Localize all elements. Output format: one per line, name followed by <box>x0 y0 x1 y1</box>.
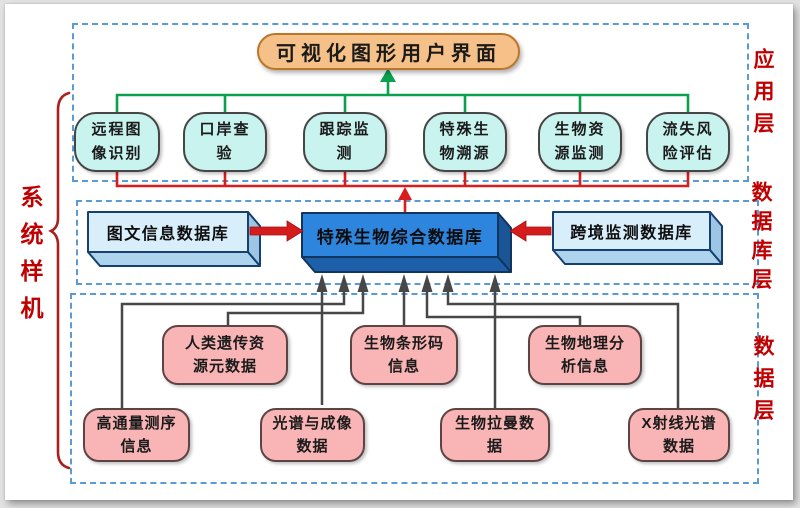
source-biogeographic-analysis-info: 生物地理分 析信息 <box>528 325 642 385</box>
db-cross-border-monitoring: 跨境监测数据库 <box>553 212 710 250</box>
source-human-genetic-metadata: 人类遗传资 源元数据 <box>162 325 288 385</box>
source-label: 生物条形码 信息 <box>363 335 444 375</box>
layer-label-database: 数据库层 <box>749 181 772 297</box>
app-module-tracking-monitoring: 跟踪监 测 <box>303 112 387 172</box>
source-label: 生物拉曼数 据 <box>454 415 535 455</box>
app-module-label: 流失风 险评估 <box>662 121 714 162</box>
app-module-bio-resource-monitoring: 生物资 源监测 <box>538 112 622 172</box>
layer-label-application: 应用层 <box>751 48 774 144</box>
db-special-bio-comprehensive: 特殊生物综合数据库 <box>302 213 498 257</box>
app-module-label: 远程图 像识别 <box>91 121 143 162</box>
gui-title-box: 可视化图形用户界面 <box>257 33 520 70</box>
db-graphic-text-info: 图文信息数据库 <box>88 212 248 252</box>
db-label-text: 跨境监测数据库 <box>570 225 693 242</box>
source-label: 人类遗传资 源元数据 <box>184 335 265 375</box>
app-module-special-bio-traceability: 特殊生 物溯源 <box>423 112 507 172</box>
app-module-loss-risk-assessment: 流失风 险评估 <box>646 112 730 172</box>
app-module-label: 特殊生 物溯源 <box>439 121 491 162</box>
source-label: X射线光谱 数据 <box>641 415 717 455</box>
app-module-label: 生物资 源监测 <box>554 121 606 162</box>
db-label-text: 特殊生物综合数据库 <box>316 227 484 247</box>
gui-title-label: 可视化图形用户界面 <box>276 43 501 65</box>
source-label: 高通量测序 信息 <box>96 415 177 455</box>
system-prototype-label: 系统样机 <box>17 185 43 333</box>
app-module-label: 跟踪监 测 <box>319 121 371 162</box>
source-bio-raman-data: 生物拉曼数 据 <box>440 408 550 462</box>
source-label: 生物地理分 析信息 <box>544 335 625 375</box>
source-bio-barcode-info: 生物条形码 信息 <box>350 325 458 385</box>
source-label: 光谱与成像 数据 <box>272 415 353 455</box>
source-high-throughput-sequencing-info: 高通量测序 信息 <box>83 408 190 462</box>
app-module-remote-image-recognition: 远程图 像识别 <box>74 112 160 172</box>
app-module-label: 口岸查 验 <box>199 121 251 162</box>
source-spectral-imaging-data: 光谱与成像 数据 <box>260 408 365 462</box>
data-layer-frame <box>70 293 759 484</box>
db-label-text: 图文信息数据库 <box>106 226 230 243</box>
source-xray-spectrum-data: X射线光谱 数据 <box>628 408 730 462</box>
layer-label-data: 数据层 <box>751 335 774 431</box>
app-module-port-inspection: 口岸查 验 <box>183 112 267 172</box>
